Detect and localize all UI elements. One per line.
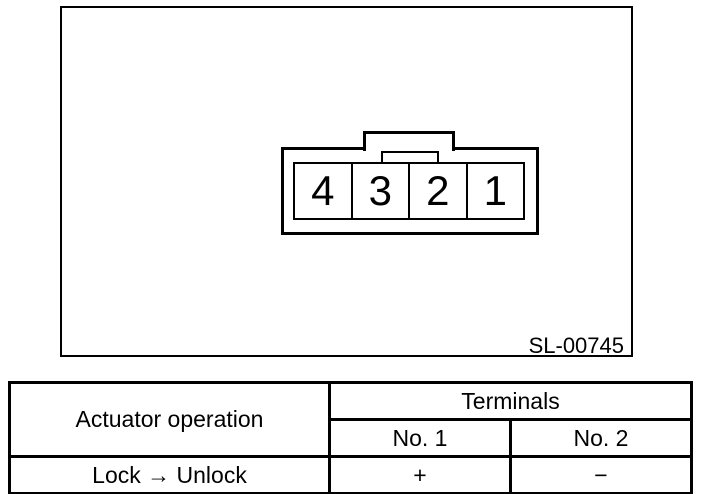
no2-polarity-cell: −	[509, 455, 693, 494]
connector-figure-frame: 4 3 2 1 SL-00745	[60, 6, 633, 357]
no1-polarity-cell: +	[328, 455, 512, 494]
actuator-operation-header: Actuator operation	[8, 381, 331, 458]
terminal-2: 2	[410, 164, 468, 218]
terminal-3: 3	[353, 164, 410, 218]
terminal-no2-header: No. 2	[509, 418, 693, 458]
operation-cell: Lock → Unlock	[8, 455, 331, 494]
terminal-1: 1	[483, 167, 507, 214]
table-row: No. 1 No. 2	[10, 418, 693, 458]
terminal-no1-header: No. 1	[328, 418, 512, 458]
terminal-4: 4	[295, 164, 353, 218]
terminals-group-header: Terminals	[328, 381, 693, 421]
figure-code-label: SL-00745	[528, 333, 624, 358]
table-row: Actuator operation Terminals	[8, 381, 693, 458]
connector-keying-notch	[381, 151, 439, 162]
terminal-row: 4 3 2 1	[293, 162, 525, 220]
connector-lock-tab	[363, 131, 455, 151]
table-row: Lock → Unlock + −	[8, 455, 693, 494]
terminal-spec-table: Actuator operation Terminals No. 1 No. 2…	[8, 381, 693, 494]
